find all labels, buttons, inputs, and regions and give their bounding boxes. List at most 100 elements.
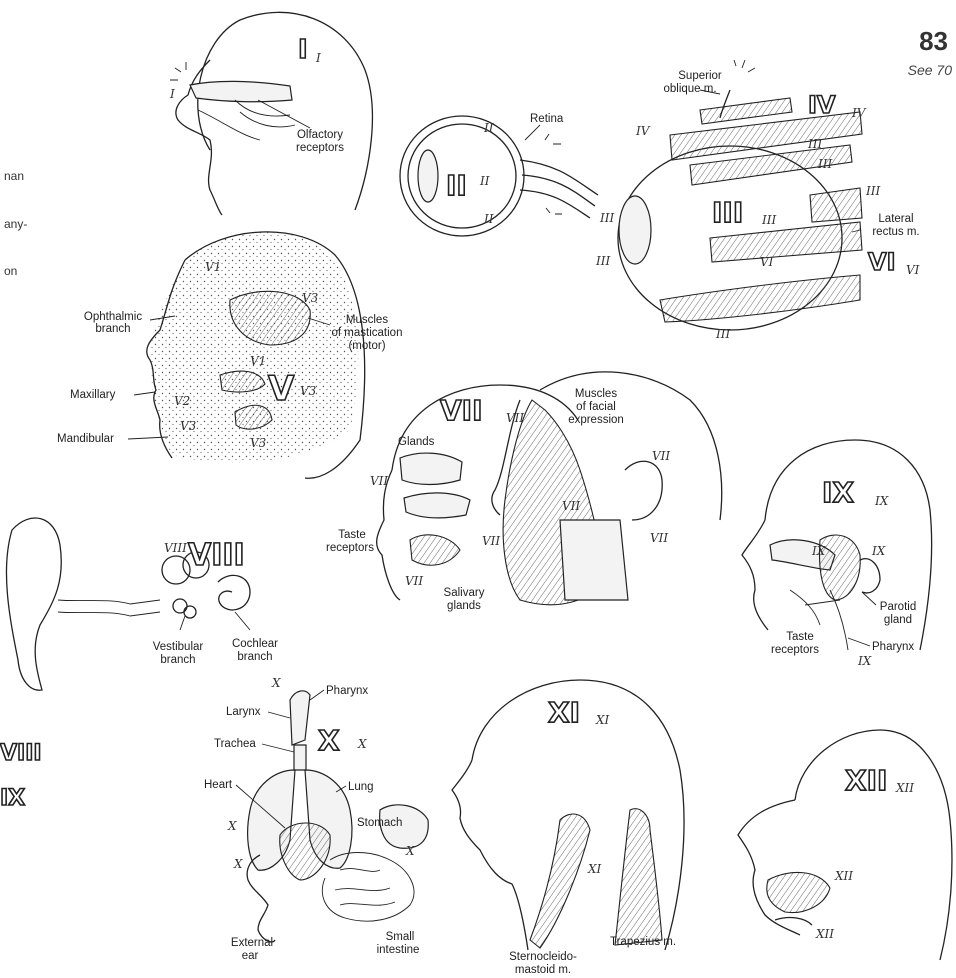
label-mastoid: mastoid m. [515, 964, 571, 976]
panel-olfactory: I I I Olfactory receptors [169, 12, 372, 215]
panel-vestibulocochlear: VIII VIII Vestibular branch Cochlear bra… [6, 518, 278, 690]
panel-glossopharyngeal: IX IX IX IX IX Parotid gland Pharynx Tas… [742, 440, 932, 668]
facial-mark-6: VII [650, 531, 668, 545]
facial-mark-1: VII [370, 474, 388, 488]
trigeminal-mark-v3-lower: V3 [250, 436, 267, 450]
label-maxillary: Maxillary [70, 389, 116, 401]
label-retina: Retina [530, 113, 564, 125]
hypoglossal-sub-numeral: XII [895, 781, 914, 795]
optic-sub-numeral: II [479, 174, 490, 188]
panel-facial: VII VII VII VII VII VII VII VII Glands T… [326, 372, 722, 612]
eye-mark-iii-5: III [595, 254, 610, 268]
eye-mark-iii-1: III [807, 137, 822, 151]
label-external: External [231, 937, 273, 949]
olfactory-sub-numeral: I [315, 51, 321, 65]
panel-accessory: XI XI XI Sternocleido- mastoid m. Trapez… [452, 680, 684, 976]
glossopharyngeal-mark-2: IX [871, 544, 886, 558]
label-salivary-glands: glands [447, 600, 481, 612]
label-cochlear: Cochlear [232, 638, 278, 650]
label-of-mastication: of mastication [332, 327, 403, 339]
label-sternocleido: Sternocleido- [509, 951, 577, 963]
glossopharyngeal-big-numeral: IX [822, 476, 854, 509]
label-external-ear: ear [242, 950, 259, 962]
facial-mark-4: VII [562, 499, 580, 513]
trigeminal-big-numeral: V [268, 369, 295, 409]
eye-sub-iii: III [761, 213, 776, 227]
facial-big-numeral: VII [440, 394, 483, 427]
label-ophthalmic-branch: branch [95, 323, 130, 335]
page-number: 83 [919, 26, 948, 56]
label-motor: (motor) [348, 340, 385, 352]
hypoglossal-mark-2: XII [815, 927, 834, 941]
panel-trigeminal: V V3 V1 V3 V2 V3 V1 V3 Ophthalmic branch… [57, 232, 402, 478]
eye-mark-iv: IV [635, 124, 651, 138]
accessory-mark: XI [587, 862, 602, 876]
side-fragment-2: any- [4, 217, 27, 231]
eye-mark-iii-2: III [817, 157, 832, 171]
hypoglossal-big-numeral: XII [845, 764, 887, 797]
label-lung: Lung [348, 781, 374, 793]
trigeminal-mark-v2: V2 [174, 394, 190, 408]
label-of-facial: of facial [576, 401, 616, 413]
vagus-big-numeral: X [318, 724, 340, 757]
label-receptors-ix: receptors [771, 644, 819, 656]
label-stomach: Stomach [357, 817, 402, 829]
label-taste-receptors: receptors [326, 542, 374, 554]
trigeminal-mark-v1: V1 [205, 260, 221, 274]
eye-mark-iii-6: III [715, 327, 730, 341]
label-small-intestine: intestine [377, 944, 420, 956]
label-glands: Glands [398, 436, 435, 448]
eye-sub-iv: IV [851, 106, 867, 120]
accessory-big-numeral: XI [548, 696, 580, 729]
left-fragment-viii: VIII [0, 741, 42, 766]
label-rectus: rectus m. [872, 226, 919, 238]
eye-sub-vi: VI [906, 263, 920, 277]
vagus-mark-2: X [227, 819, 237, 833]
trigeminal-sub-numeral: V3 [300, 384, 317, 398]
eye-mark-iii-4: III [599, 211, 614, 225]
glossopharyngeal-sub-numeral: IX [874, 494, 889, 508]
label-vestibular: Vestibular [153, 641, 204, 653]
glossopharyngeal-mark-3: IX [857, 654, 872, 668]
optic-mark-2: II [483, 212, 494, 226]
label-olfactory-receptors: receptors [296, 142, 344, 154]
optic-mark-1: II [483, 121, 494, 135]
facial-mark-2: VII [482, 534, 500, 548]
optic-big-numeral: II [446, 169, 467, 202]
left-fragment-ix: IX [0, 786, 25, 811]
label-trachea: Trachea [214, 738, 256, 750]
label-pharynx-x: Pharynx [326, 685, 368, 697]
trigeminal-mark-v3-cheek: V3 [180, 419, 197, 433]
panel-vagus: X X X X X X Pharynx Larynx Trachea Heart… [204, 676, 428, 962]
accessory-sub-numeral: XI [595, 713, 610, 727]
panel-hypoglossal: XII XII XII XII [738, 730, 952, 960]
vagus-mark-1: X [271, 676, 281, 690]
label-mandibular: Mandibular [57, 433, 114, 445]
trigeminal-mark-v1-muscle: V1 [250, 354, 266, 368]
eye-big-vi: VI [868, 248, 896, 276]
label-salivary: Salivary [444, 587, 485, 599]
facial-mark-3: VII [405, 574, 423, 588]
olfactory-big-numeral: I [298, 35, 308, 65]
label-expression: expression [568, 414, 624, 426]
vagus-mark-4: X [233, 857, 243, 871]
panel-optic: II II II II Retina [400, 113, 598, 236]
vagus-sub-numeral: X [357, 737, 367, 751]
facial-sub-numeral: VII [506, 411, 524, 425]
glossopharyngeal-mark-1: IX [811, 544, 826, 558]
eye-mark-vi: VI [760, 255, 774, 269]
vagus-mark-3: X [405, 844, 415, 858]
label-heart: Heart [204, 779, 233, 791]
label-vestibular-branch: branch [160, 654, 195, 666]
label-ophthalmic: Ophthalmic [84, 311, 142, 323]
hypoglossal-mark-1: XII [834, 869, 853, 883]
label-parotid: Parotid [880, 601, 916, 613]
panel-eye-muscles: IV IV III III VI VI IV III III III III I… [595, 60, 920, 341]
side-fragment-1: nan [4, 169, 24, 183]
label-taste-ix: Taste [786, 631, 814, 643]
label-parotid-gland: gland [884, 614, 912, 626]
eye-big-iii: III [712, 196, 743, 229]
label-trapezius: Trapezius m. [610, 936, 676, 948]
vestibulocochlear-mark: VIII [164, 541, 187, 555]
